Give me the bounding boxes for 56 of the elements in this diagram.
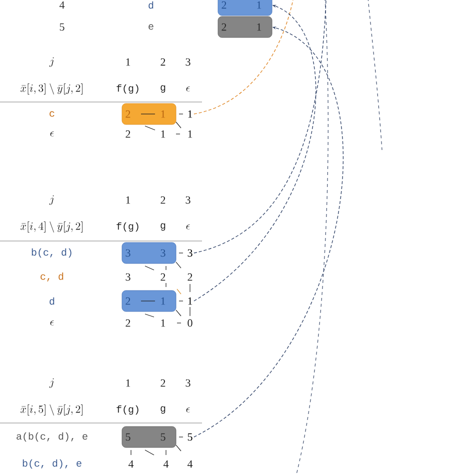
table-cell: f(g) [116, 405, 138, 415]
table-cell: 2 [188, 273, 192, 281]
table-cell: 4 [187, 460, 193, 468]
table-cell: b(c, d), e [22, 459, 82, 469]
table-cell: $\epsilon$ [186, 86, 190, 92]
table-cell: 2 [160, 196, 166, 204]
table-cell: $\epsilon$ [186, 408, 190, 412]
table-cell: $\epsilon$ [186, 224, 190, 230]
table-cell: $\bar{x}[i,5] \setminus \bar{y}[j,2]$ [20, 404, 82, 416]
table-cell: 2 [160, 58, 166, 66]
table-cell: 4 [59, 1, 65, 9]
table-cell: $\bar{x}[i,3] \setminus \bar{y}[j,2]$ [20, 84, 82, 94]
table-cell: a(b(c, d), e [16, 432, 88, 442]
highlight-box: 5 5 [122, 426, 176, 448]
table-cell: 4 [128, 460, 134, 468]
table-cell: $\bar{x}[i,4] \setminus \bar{y}[j,2]$ [20, 222, 82, 232]
table-cell: $j$ [49, 57, 54, 67]
table-cell: c [50, 111, 54, 117]
table-cell: 1 [126, 58, 130, 66]
dashed-arrow [194, 26, 344, 438]
table-cell: $j$ [49, 378, 54, 388]
dashed-arrow [194, 4, 316, 302]
table-cell: c, d [40, 272, 64, 282]
table-cell: g [160, 406, 166, 414]
table-cell: 5 [60, 23, 64, 31]
table-cell: 2 [160, 379, 166, 387]
highlight-box: 3 3 [122, 242, 176, 264]
table-cell: b(c, d) [32, 248, 72, 258]
table-cell: 0 [188, 319, 192, 327]
table-cell: 1 [188, 130, 192, 138]
table-cell: 2 [160, 273, 166, 281]
table-cell: e [148, 24, 154, 30]
table-cell: $\epsilon$ [50, 132, 54, 136]
table-cell: 3 [186, 379, 190, 387]
table-cell: $\epsilon$ [50, 320, 54, 326]
table-cell: g [160, 85, 166, 93]
table-cell: 3 [188, 249, 192, 257]
table-cell: d [148, 1, 154, 9]
table-cell: f(g) [116, 84, 138, 94]
table-cell: 1 [188, 110, 192, 118]
highlight-box: 2 1 [218, 16, 272, 38]
table-cell: 1 [188, 297, 192, 305]
table-cell: 3 [126, 273, 130, 281]
table-cell: 3 [186, 196, 190, 204]
table-cell: 5 [188, 433, 192, 441]
highlight-box: 2 1 [218, 0, 272, 16]
table-cell: g [160, 223, 166, 231]
table-cell: d [50, 297, 54, 305]
table-cell: 1 [126, 379, 130, 387]
highlight-box: 2 1 [122, 290, 176, 312]
table-cell: f(g) [116, 222, 138, 232]
highlight-box: 2 1 [122, 103, 176, 125]
table-cell: $j$ [49, 195, 54, 205]
table-cell: 1 [126, 196, 130, 204]
table-cell: 3 [186, 58, 190, 66]
table-cell: 4 [163, 460, 169, 468]
